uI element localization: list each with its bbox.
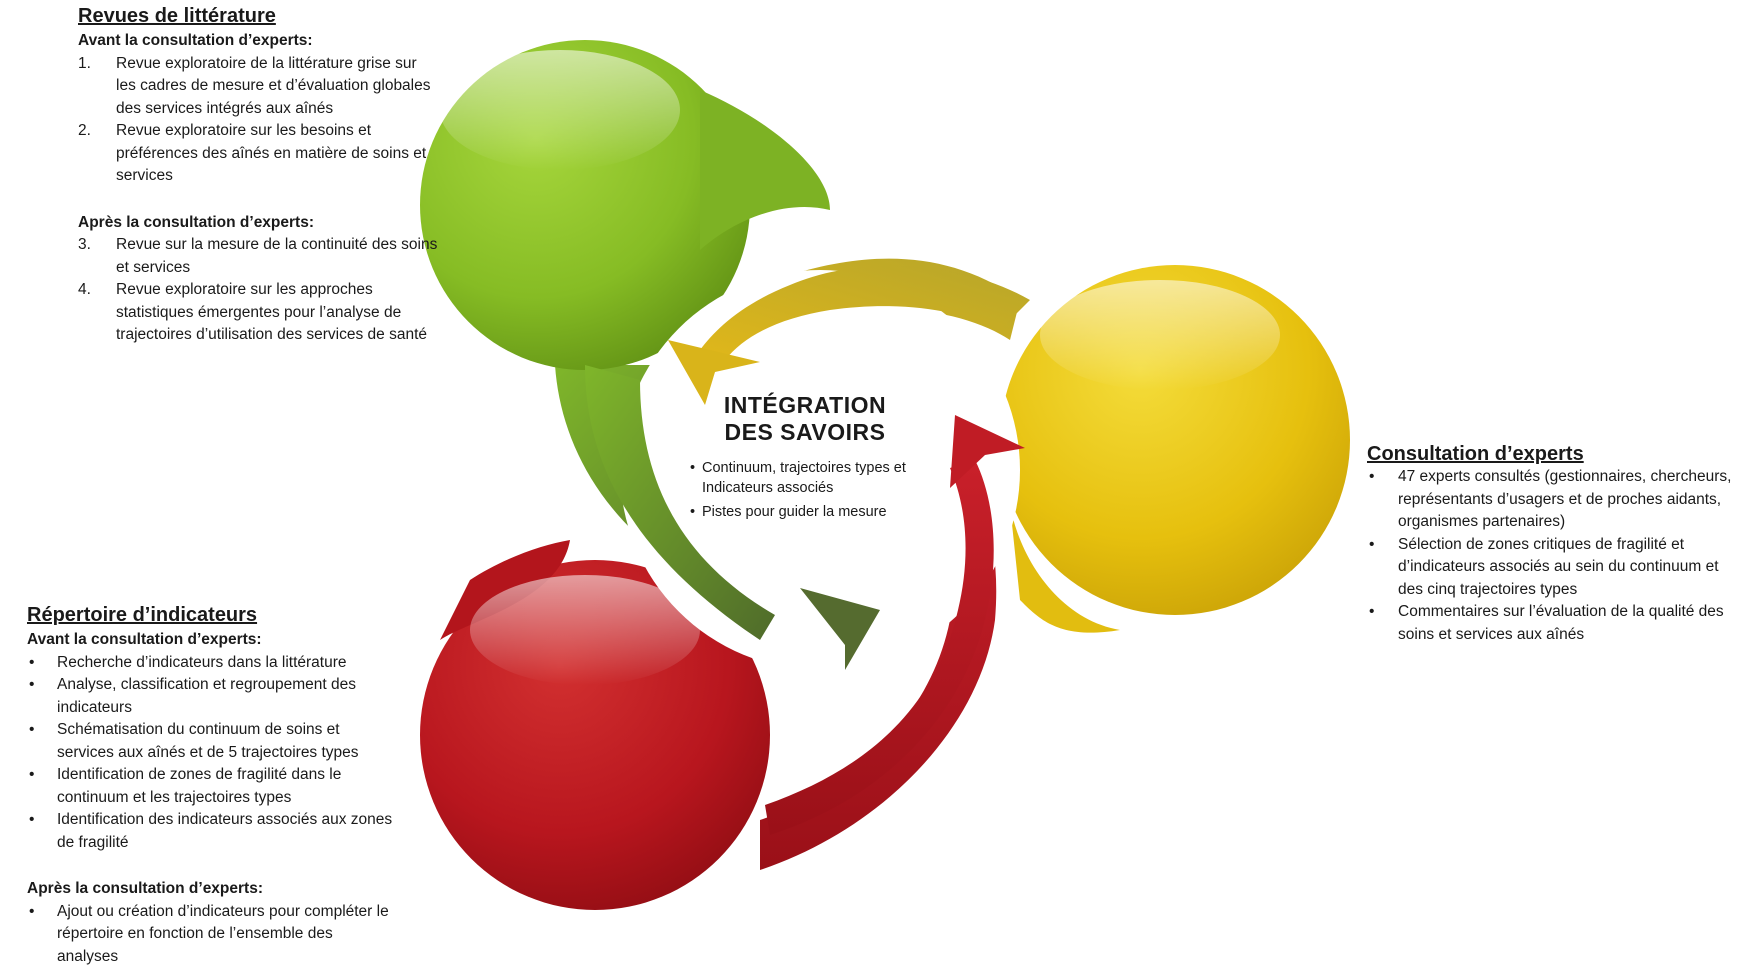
- repertoire-panel: Répertoire d’indicateurs Avant la consul…: [27, 603, 397, 968]
- experts-title: Consultation d’experts: [1367, 442, 1737, 466]
- repertoire-after-list: •Ajout ou création d’indicateurs pour co…: [27, 901, 397, 968]
- repertoire-title: Répertoire d’indicateurs: [27, 603, 397, 627]
- list-item: •Identification des indicateurs associés…: [27, 809, 397, 854]
- center-title-line1: Intégration: [670, 392, 940, 419]
- repertoire-before-heading: Avant la consultation d’experts:: [27, 629, 397, 652]
- repertoire-before-list: •Recherche d’indicateurs dans la littéra…: [27, 652, 397, 855]
- literature-before-heading: Avant la consultation d’experts:: [78, 30, 438, 53]
- list-item: •47 experts consultés (gestionnaires, ch…: [1367, 466, 1737, 534]
- literature-after-heading: Après la consultation d’experts:: [78, 212, 438, 235]
- list-item: •Sélection de zones critiques de fragili…: [1367, 534, 1737, 602]
- bullet-mark: •: [690, 458, 695, 478]
- list-item: •Ajout ou création d’indicateurs pour co…: [27, 901, 397, 968]
- list-item: 3.Revue sur la mesure de la continuité d…: [78, 234, 438, 279]
- literature-panel: Revues de littérature Avant la consultat…: [78, 4, 438, 347]
- list-item: •Schématisation du continuum de soins et…: [27, 719, 397, 764]
- experts-list: •47 experts consultés (gestionnaires, ch…: [1367, 466, 1737, 646]
- list-item: 4.Revue exploratoire sur les approches s…: [78, 279, 438, 347]
- experts-panel: Consultation d’experts •47 experts consu…: [1367, 442, 1737, 646]
- repertoire-after-heading: Après la consultation d’experts:: [27, 878, 397, 901]
- list-item: •Analyse, classification et regroupement…: [27, 674, 397, 719]
- literature-title: Revues de littérature: [78, 4, 438, 28]
- literature-after-list: 3.Revue sur la mesure de la continuité d…: [78, 234, 438, 347]
- center-title-line2: des savoirs: [670, 419, 940, 446]
- list-item: •Identification de zones de fragilité da…: [27, 764, 397, 809]
- center-list: •Continuum, trajectoires types et Indica…: [690, 458, 960, 522]
- list-item: 1.Revue exploratoire de la littérature g…: [78, 53, 438, 121]
- center-summary: Intégration des savoirs •Continuum, traj…: [690, 392, 960, 526]
- list-item: •Commentaires sur l’évaluation de la qua…: [1367, 601, 1737, 646]
- bullet-mark: •: [690, 502, 695, 522]
- center-title: Intégration des savoirs: [670, 392, 940, 446]
- list-item: •Recherche d’indicateurs dans la littéra…: [27, 652, 397, 675]
- list-item: 2.Revue exploratoire sur les besoins et …: [78, 120, 438, 188]
- center-list-item: •Continuum, trajectoires types et Indica…: [690, 458, 960, 498]
- center-list-item: •Pistes pour guider la mesure: [690, 502, 960, 522]
- literature-before-list: 1.Revue exploratoire de la littérature g…: [78, 53, 438, 188]
